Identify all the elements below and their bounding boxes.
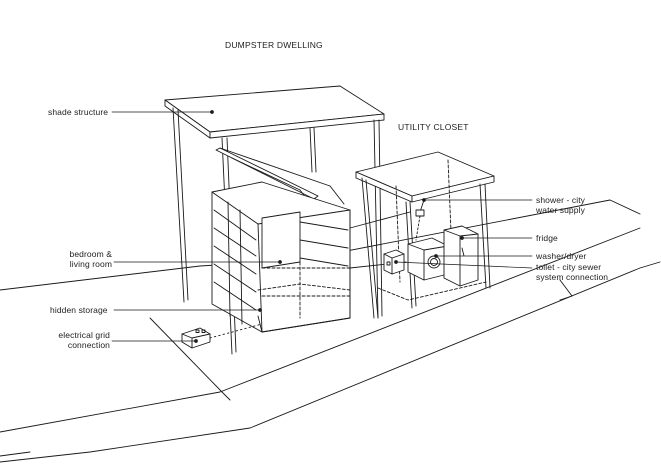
dumpster-lid [215,147,345,207]
leader-lines [111,110,533,343]
label-shade-structure: shade structure [48,107,109,117]
washer-dryer [407,237,449,281]
closet-title: UTILITY CLOSET [398,122,469,132]
utility-closet [355,151,495,319]
label-hidden-storage: hidden storage [50,305,108,315]
dwelling-title: DUMPSTER DWELLING [225,40,323,50]
dumpster-body [211,181,351,333]
electrical-box [181,323,263,349]
shade-structure [164,85,385,355]
label-fridge: fridge [536,233,558,243]
label-washer-dryer: washer/dryer [536,251,587,261]
label-shower: shower - city water supply [536,195,586,215]
toilet-box [383,249,405,275]
label-bedroom-living-room: bedroom & living room [69,249,112,269]
label-toilet-sewer: toilet - city sewer system connection [536,262,609,282]
label-electrical-grid-connection: electrical grid connection [58,330,110,350]
